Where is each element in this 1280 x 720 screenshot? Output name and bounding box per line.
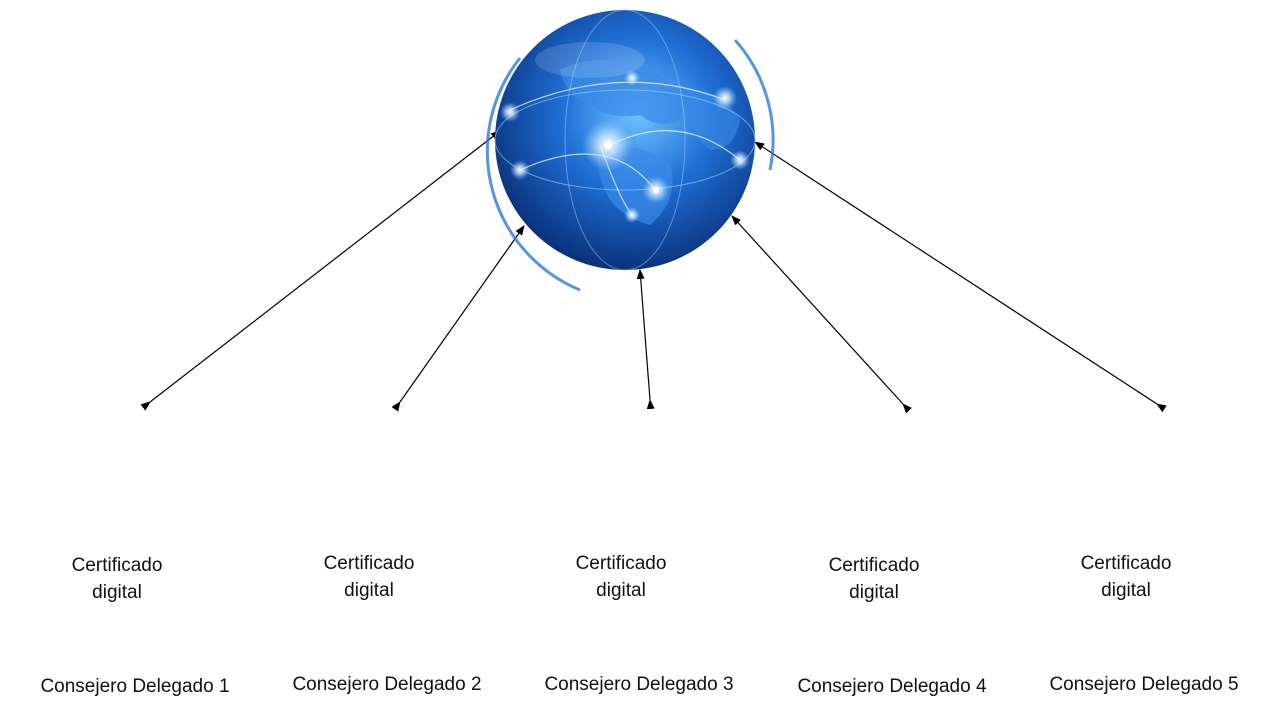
connection-arrow-2: [391, 225, 525, 412]
certificate-line1: Certificado: [1080, 553, 1172, 574]
certificate-label-2: Certificado digital: [294, 550, 444, 604]
node-label-2: Consejero Delegado 2: [292, 674, 482, 695]
certificate-label-4: Certificado digital: [799, 552, 949, 606]
globe-icon: [485, 9, 775, 292]
certificate-line2: digital: [849, 582, 899, 603]
certificate-line1: Certificado: [575, 553, 667, 574]
certificate-line2: digital: [344, 580, 394, 601]
certificate-label-5: Certificado digital: [1051, 550, 1201, 604]
node-label-4: Consejero Delegado 4: [797, 676, 987, 697]
connection-arrow-5: [754, 141, 1167, 413]
connections: [140, 130, 1167, 414]
node-label-5: Consejero Delegado 5: [1049, 674, 1239, 695]
node-label-1: Consejero Delegado 1: [40, 676, 230, 697]
certificate-label-1: Certificado digital: [42, 552, 192, 606]
certificate-label-3: Certificado digital: [546, 550, 696, 604]
connection-arrow-3: [636, 269, 655, 410]
certificate-line1: Certificado: [323, 553, 415, 574]
certificate-line2: digital: [596, 580, 646, 601]
connection-arrow-4: [731, 215, 913, 414]
certificate-line2: digital: [92, 582, 142, 603]
connection-arrow-1: [140, 130, 501, 411]
certificate-line1: Certificado: [828, 555, 920, 576]
certificate-line2: digital: [1101, 580, 1151, 601]
certificate-line1: Certificado: [71, 555, 163, 576]
node-label-3: Consejero Delegado 3: [544, 674, 734, 695]
